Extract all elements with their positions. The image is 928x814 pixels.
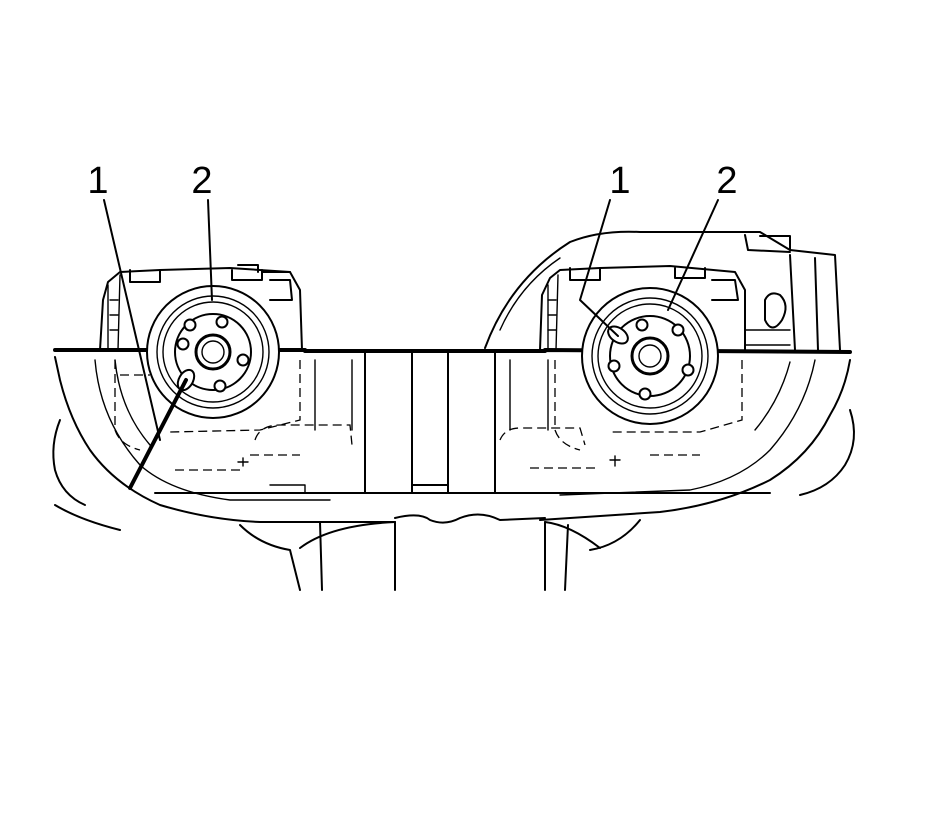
leader-right-2	[667, 199, 719, 311]
right-cylinder-head	[484, 230, 841, 469]
callout-left-1: 1	[87, 160, 108, 202]
left-cylinder-head	[99, 264, 353, 471]
sprocket-bolt-hole	[215, 315, 229, 329]
leader-lines	[103, 199, 719, 490]
sprocket-bolt-hole	[681, 363, 695, 377]
sprocket-bolt-hole	[213, 379, 227, 393]
callout-right-1: 1	[609, 160, 630, 202]
leader-left-2	[207, 199, 213, 301]
leader-right-1	[579, 199, 619, 337]
sprocket-bolt-hole	[671, 323, 685, 337]
sprocket-bolt-hole	[607, 359, 621, 373]
callout-right-2: 2	[716, 160, 737, 202]
sprocket-bolt-hole	[638, 387, 652, 401]
engine-block-casting	[52, 348, 855, 591]
sprocket-bolt-hole	[236, 353, 250, 367]
sprocket-bolt-hole	[176, 337, 190, 351]
callout-left-2: 2	[191, 160, 212, 202]
leader-left-1	[103, 199, 161, 441]
left-timing-pin-tool	[128, 378, 188, 490]
sprocket-bolt-hole	[183, 318, 197, 332]
callouts: 1 2 1 2	[87, 160, 737, 202]
left-camshaft-sprocket	[146, 285, 280, 419]
sprocket-bolt-hole	[635, 318, 649, 332]
right-camshaft-sprocket	[581, 287, 719, 425]
